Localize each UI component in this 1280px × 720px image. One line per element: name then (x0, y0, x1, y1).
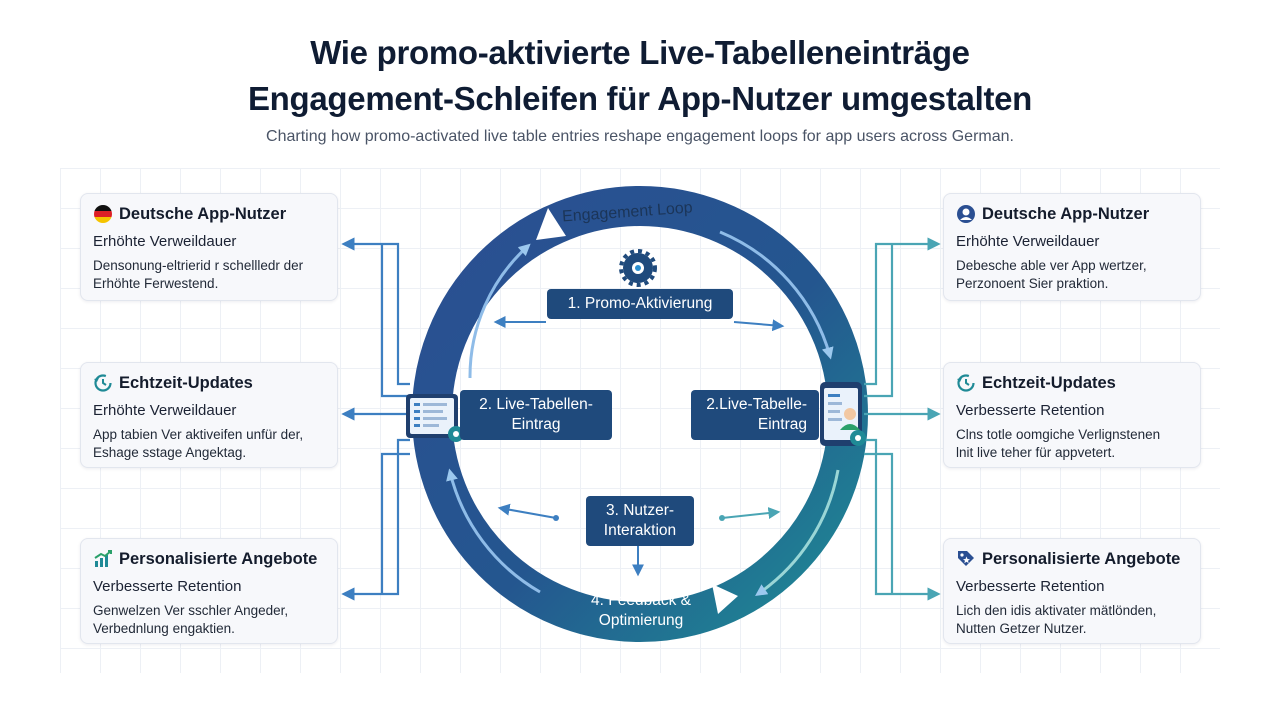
step-live-table-left-line1: 2. Live-Tabellen- (479, 396, 593, 413)
card-text-line1: App tabien Ver aktiveifen unfür der, (93, 427, 304, 442)
title-line-2: Engagement-Schleifen für App-Nutzer umge… (247, 80, 1033, 117)
phone-user-icon (820, 382, 866, 446)
ring-inner-arrow-top-right (719, 230, 834, 360)
left-connectors (341, 237, 410, 601)
card-title: Deutsche App-Nutzer (119, 204, 287, 223)
card-text-line2: Erhöhte Ferwestend. (93, 276, 219, 291)
card-subtitle: Erhöhte Verweildauer (93, 233, 237, 250)
step-live-table-right: 2.Live-Tabelle- Eintrag (691, 390, 819, 440)
card-text: Clns totle oomgiche Verlignstenen lnit l… (956, 426, 1188, 462)
card-text-line1: Lich den idis aktivater mätlönden, (956, 603, 1157, 618)
card-subtitle: Verbesserte Retention (93, 578, 242, 595)
step-user-interaction-line1: 3. Nutzer- (605, 502, 675, 519)
right-connectors (864, 237, 941, 601)
card-subtitle: Erhöhte Verweildauer (93, 402, 237, 419)
card-title: Deutsche App-Nutzer (982, 204, 1150, 223)
clock-refresh-icon (93, 373, 113, 393)
step-user-interaction: 3. Nutzer- Interaktion (586, 496, 694, 546)
card-text-line2: Nutten Getzer Nutzer. (956, 621, 1087, 636)
step-promo-activation-label: 1. Promo-Aktivierung (567, 295, 713, 312)
card-title: Personalisierte Angebote (119, 549, 318, 568)
card-text: Genwelzen Ver sschler Angeder, Verbednlu… (93, 602, 325, 638)
card-subtitle: Verbesserte Retention (956, 578, 1105, 595)
inner-arrow-interaction-right (721, 507, 781, 519)
ring-inner-arrow-top-left (468, 243, 531, 379)
step-live-table-left-line2: Eintrag (511, 416, 561, 433)
card-subtitle: Verbesserte Retention (956, 402, 1105, 419)
user-icon (956, 204, 976, 224)
gear-icon (619, 249, 657, 287)
step-live-table-right-line1: 2.Live-Tabelle- (706, 396, 807, 413)
card-text: Densonung-eltrierid r schellledr der Erh… (93, 257, 325, 293)
card-title: Echtzeit-Updates (982, 373, 1116, 392)
step-live-table-right-line2: Eintrag (757, 416, 807, 433)
germany-flag-icon (93, 204, 113, 224)
card-text: Debesche able ver App wertzer, Perzonoen… (956, 257, 1188, 293)
step-feedback-line2: Optimierung (598, 612, 684, 629)
card-title: Personalisierte Angebote (982, 549, 1181, 568)
step-live-table-left: 2. Live-Tabellen- Eintrag (460, 390, 612, 440)
right-card-app-users: Deutsche App-Nutzer Erhöhte Verweildauer… (943, 193, 1201, 301)
card-text-line1: Debesche able ver App wertzer, (956, 258, 1147, 273)
card-text: App tabien Ver aktiveifen unfür der, Esh… (93, 426, 325, 462)
ring-notch-top (536, 208, 566, 240)
step-user-interaction-line2: Interaktion (603, 522, 677, 539)
title-line-1: Wie promo-aktivierte Live-Tabelleneinträ… (310, 34, 970, 71)
left-card-realtime-updates: Echtzeit-Updates Erhöhte Verweildauer Ap… (80, 362, 338, 468)
tag-star-icon (956, 549, 976, 569)
page-subtitle: Charting how promo-activated live table … (266, 128, 1014, 145)
right-card-realtime-updates: Echtzeit-Updates Verbesserte Retention C… (943, 362, 1201, 468)
ring-notch-bottom (712, 584, 738, 614)
card-text-line2: Perzonoent Sier praktion. (956, 276, 1109, 291)
card-text-line1: Densonung-eltrierid r schellledr der (93, 258, 304, 273)
card-text-line2: lnit live teher für appvetert. (956, 445, 1116, 460)
step-feedback-optimization: 4. Feedback & Optimierung (578, 588, 704, 634)
step-feedback-line1: 4. Feedback & (591, 592, 691, 609)
page-title: Wie promo-aktivierte Live-Tabelleneinträ… (0, 30, 1280, 122)
card-text-line2: Verbednlung engaktien. (93, 621, 235, 636)
card-text-line1: Genwelzen Ver sschler Angeder, (93, 603, 289, 618)
ring-inner-arrow-bottom-left (446, 468, 541, 594)
card-text-line1: Clns totle oomgiche Verlignstenen (956, 427, 1161, 442)
ring-inner-arrow-bottom-right (755, 469, 840, 597)
inner-arrow-interaction-left (497, 503, 557, 519)
card-text-line2: Eshage sstage Angektag. (93, 445, 247, 460)
card-subtitle: Erhöhte Verweildauer (956, 233, 1100, 250)
step-promo-activation: 1. Promo-Aktivierung (547, 289, 733, 319)
dashboard-device-icon (406, 394, 464, 442)
clock-refresh-icon (956, 373, 976, 393)
card-title: Echtzeit-Updates (119, 373, 253, 392)
left-card-personalized-offers: Personalisierte Angebote Verbesserte Ret… (80, 538, 338, 644)
left-card-app-users: Deutsche App-Nutzer Erhöhte Verweildauer… (80, 193, 338, 301)
inner-arrow-promo-right (733, 319, 785, 332)
right-card-personalized-offers: Personalisierte Angebote Verbesserte Ret… (943, 538, 1201, 644)
growth-chart-icon (93, 549, 113, 569)
card-text: Lich den idis aktivater mätlönden, Nutte… (956, 602, 1188, 638)
